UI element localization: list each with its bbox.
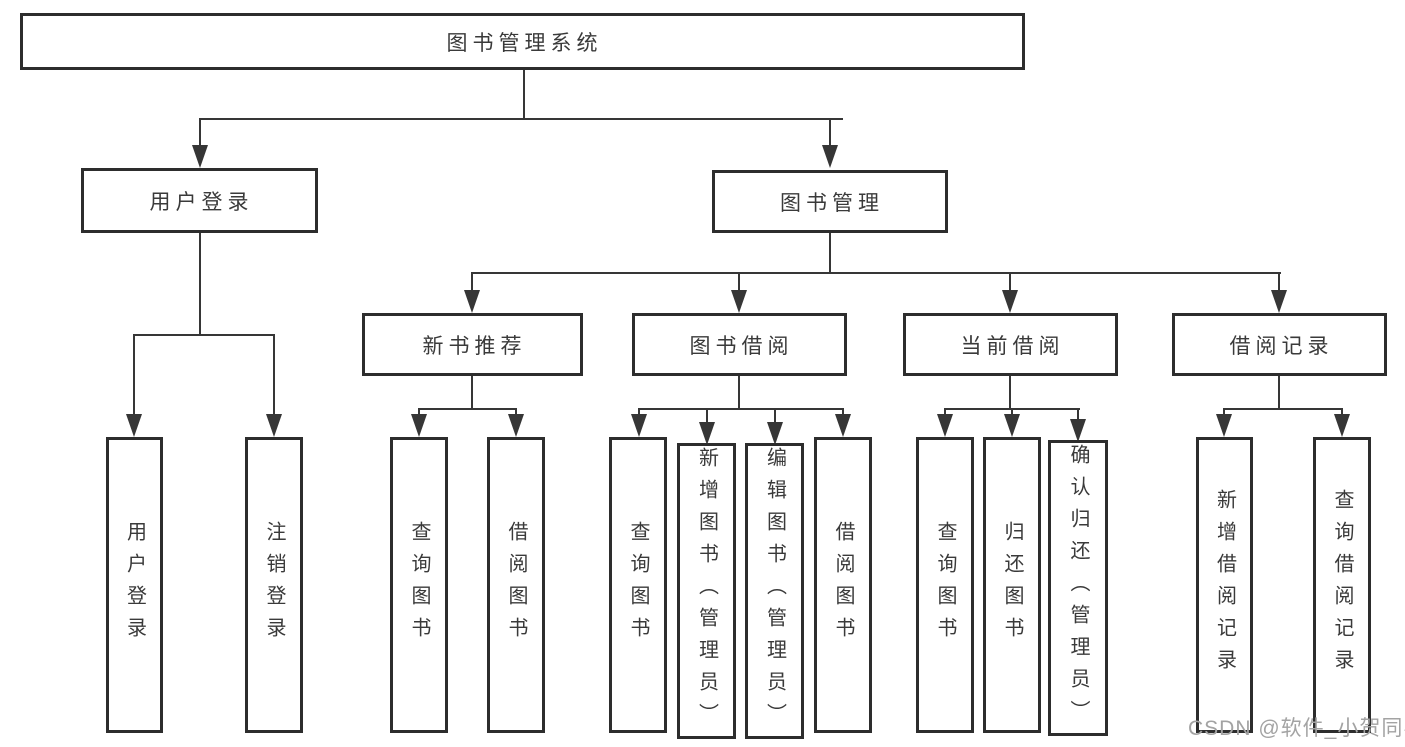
connector-line xyxy=(706,409,708,423)
arrow-down-icon xyxy=(1070,419,1086,442)
leaf-query-books-1-label: 查询图书 xyxy=(408,521,430,649)
node-current-borrowing-label: 当前借阅 xyxy=(960,334,1065,358)
watermark: CSDN @软件_小贺同学 xyxy=(1188,717,1405,740)
node-book-borrowing-label: 图书借阅 xyxy=(689,334,794,358)
leaf-logout-label: 注销登录 xyxy=(263,521,285,649)
connector-line xyxy=(1223,408,1343,410)
leaf-add-borrow-record-label: 新增借阅记录 xyxy=(1213,489,1236,681)
connector-line xyxy=(418,408,517,410)
connector-line xyxy=(133,335,135,417)
connector-line xyxy=(829,233,831,273)
leaf-borrow-books-1: 借阅图书 xyxy=(487,437,545,733)
arrow-down-icon xyxy=(822,145,838,168)
leaf-user-login: 用户登录 xyxy=(106,437,163,733)
connector-line xyxy=(774,409,776,423)
leaf-return-book: 归还图书 xyxy=(983,437,1041,733)
connector-line xyxy=(829,119,831,151)
leaf-add-borrow-record: 新增借阅记录 xyxy=(1196,437,1253,733)
node-new-book-recommendation-label: 新书推荐 xyxy=(422,334,527,358)
connector-line xyxy=(133,334,275,336)
arrow-down-icon xyxy=(411,414,427,437)
node-borrowing-records: 借阅记录 xyxy=(1172,313,1387,376)
arrow-down-icon xyxy=(1004,414,1020,437)
leaf-user-login-label: 用户登录 xyxy=(123,521,146,649)
node-borrowing-records-label: 借阅记录 xyxy=(1229,334,1334,358)
leaf-query-books-2-label: 查询图书 xyxy=(627,521,649,649)
leaf-borrow-books-2: 借阅图书 xyxy=(814,437,872,733)
arrow-down-icon xyxy=(192,145,208,168)
leaf-borrow-books-2-label: 借阅图书 xyxy=(832,521,854,649)
leaf-return-book-label: 归还图书 xyxy=(1001,521,1023,649)
arrow-down-icon xyxy=(937,414,953,437)
node-new-book-recommendation: 新书推荐 xyxy=(362,313,583,376)
leaf-edit-book-admin: 编辑图书（管理员） xyxy=(745,443,804,739)
arrow-down-icon xyxy=(1271,290,1287,313)
connector-line xyxy=(471,273,473,293)
connector-line xyxy=(1278,376,1280,409)
leaf-query-books-2: 查询图书 xyxy=(609,437,667,733)
leaf-query-books-3: 查询图书 xyxy=(916,437,974,733)
connector-line xyxy=(199,233,201,336)
connector-line xyxy=(638,408,844,410)
arrow-down-icon xyxy=(631,414,647,437)
leaf-logout: 注销登录 xyxy=(245,437,303,733)
leaf-query-borrow-record-label: 查询借阅记录 xyxy=(1331,489,1353,681)
arrow-down-icon xyxy=(731,290,747,313)
connector-line xyxy=(523,70,525,119)
arrow-down-icon xyxy=(767,422,783,445)
leaf-confirm-return-admin: 确认归还（管理员） xyxy=(1048,440,1108,736)
arrow-down-icon xyxy=(126,414,142,437)
node-user-login-label: 用户登录 xyxy=(149,190,254,214)
leaf-add-book-admin-label: 新增图书（管理员） xyxy=(695,447,718,735)
arrow-down-icon xyxy=(1334,414,1350,437)
connector-line xyxy=(738,376,740,409)
node-root-label: 图书管理系统 xyxy=(446,31,603,55)
connector-line xyxy=(199,119,201,151)
node-current-borrowing: 当前借阅 xyxy=(903,313,1118,376)
leaf-confirm-return-admin-label: 确认归还（管理员） xyxy=(1067,444,1089,732)
node-book-borrowing: 图书借阅 xyxy=(632,313,847,376)
leaf-query-borrow-record: 查询借阅记录 xyxy=(1313,437,1371,733)
leaf-borrow-books-1-label: 借阅图书 xyxy=(505,521,527,649)
connector-line xyxy=(1009,273,1011,293)
connector-line xyxy=(273,335,275,417)
connector-line xyxy=(1077,409,1079,421)
connector-line xyxy=(1009,376,1011,409)
arrow-down-icon xyxy=(835,414,851,437)
arrow-down-icon xyxy=(266,414,282,437)
connector-line xyxy=(471,376,473,409)
leaf-edit-book-admin-label: 编辑图书（管理员） xyxy=(763,447,786,735)
node-user-login: 用户登录 xyxy=(81,168,318,233)
node-book-management: 图书管理 xyxy=(712,170,948,233)
arrow-down-icon xyxy=(1002,290,1018,313)
node-book-management-label: 图书管理 xyxy=(780,191,884,215)
connector-line xyxy=(1278,273,1280,293)
arrow-down-icon xyxy=(464,290,480,313)
node-root: 图书管理系统 xyxy=(20,13,1025,70)
connector-line xyxy=(738,273,740,293)
leaf-add-book-admin: 新增图书（管理员） xyxy=(677,443,736,739)
leaf-query-books-3-label: 查询图书 xyxy=(934,521,956,649)
arrow-down-icon xyxy=(1216,414,1232,437)
arrow-down-icon xyxy=(508,414,524,437)
connector-line xyxy=(199,118,843,120)
leaf-query-books-1: 查询图书 xyxy=(390,437,448,733)
arrow-down-icon xyxy=(699,422,715,445)
connector-line xyxy=(471,272,1281,274)
